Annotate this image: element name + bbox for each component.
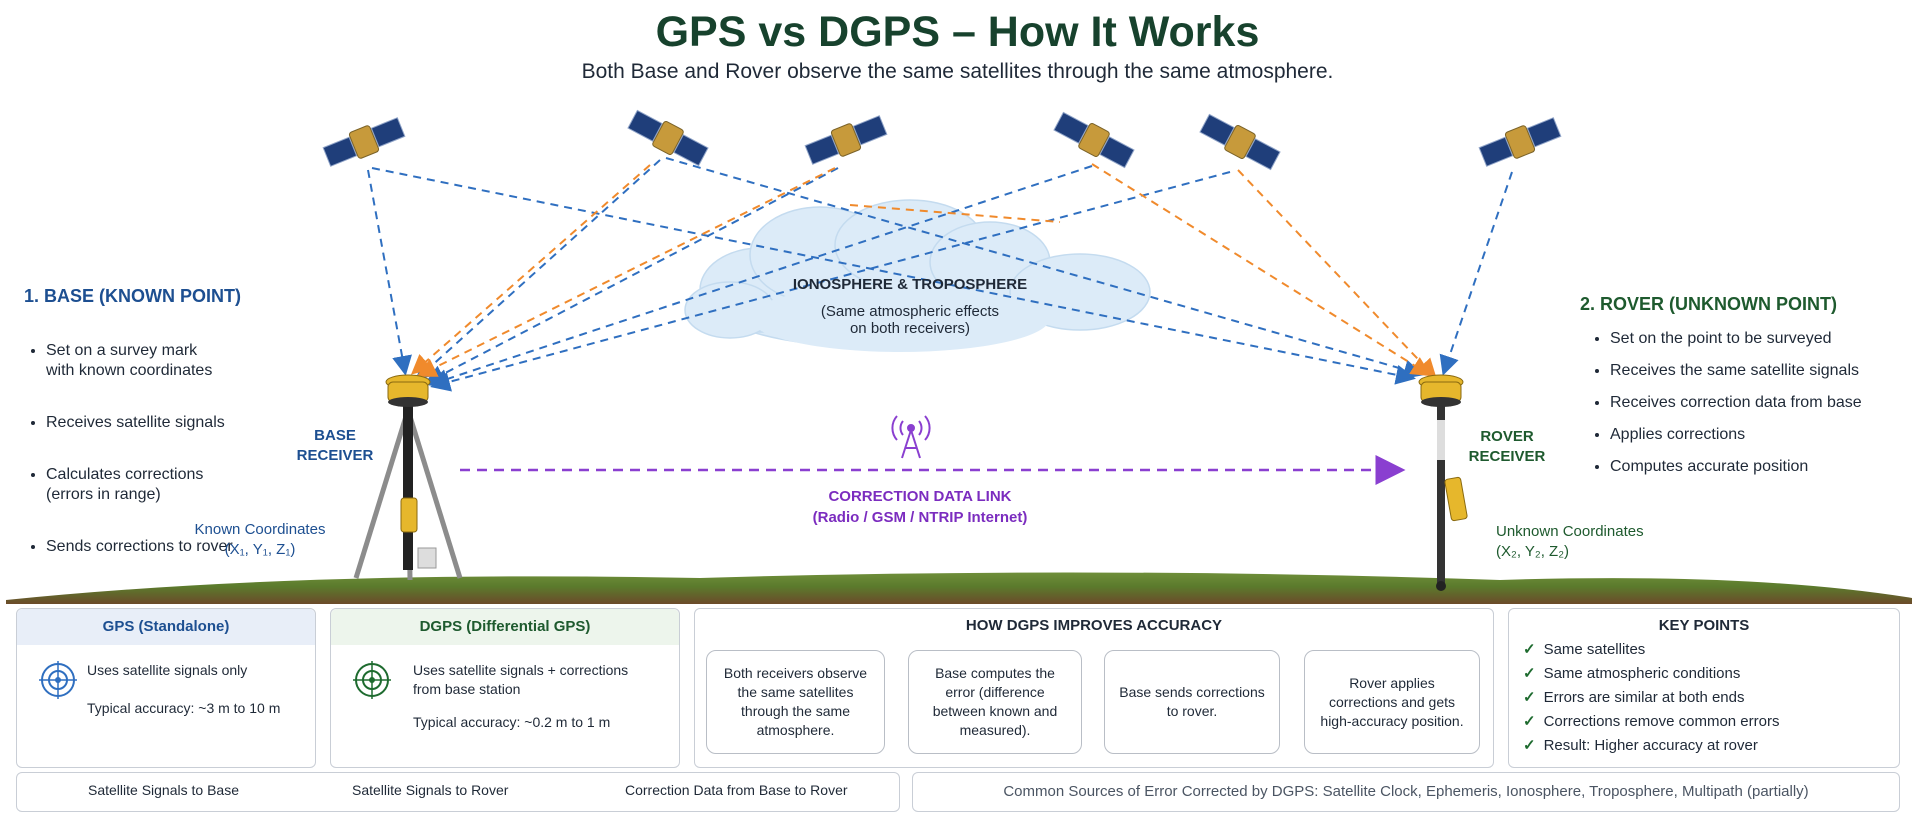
base-item: Calculates corrections (errors in range): [46, 465, 344, 505]
key-point-text: Same satellites: [1543, 641, 1646, 658]
gps-panel-title: GPS (Standalone): [17, 609, 315, 645]
target-icon: [39, 661, 77, 699]
known-coordinates: Known Coordinates (X₁, Y₁, Z₁): [180, 520, 340, 560]
rover-receiver-label-line1: ROVER: [1480, 428, 1534, 445]
improve-step: Both receivers observe the same satellit…: [706, 650, 885, 754]
base-heading: 1. BASE (KNOWN POINT): [24, 286, 242, 306]
base-receiver-label: BASE RECEIVER: [280, 426, 390, 466]
base-info: 1. BASE (KNOWN POINT) Set on a survey ma…: [24, 286, 344, 589]
rover-item: Receives the same satellite signals: [1610, 361, 1910, 381]
rover-heading: 2. ROVER (UNKNOWN POINT): [1580, 294, 1838, 314]
key-points-title: KEY POINTS: [1658, 617, 1750, 634]
legend-item-base: Satellite Signals to Base: [88, 782, 239, 798]
key-point-text: Result: Higher accuracy at rover: [1543, 737, 1758, 754]
correction-link-title: CORRECTION DATA LINK: [828, 488, 1012, 505]
check-icon: ✓: [1523, 713, 1536, 730]
rover-signal-lines: [371, 157, 1513, 385]
atmosphere-cloud: [684, 199, 1151, 352]
key-point-text: Errors are similar at both ends: [1543, 689, 1745, 706]
base-receiver-label-line1: BASE: [314, 427, 356, 444]
key-point-text: Corrections remove common errors: [1543, 713, 1780, 730]
improve-step: Base sends corrections to rover.: [1104, 650, 1280, 754]
base-item: Receives satellite signals: [46, 413, 344, 433]
satellite-icon: [1199, 113, 1281, 171]
atmosphere-title: IONOSPHERE & TROPOSPHERE: [792, 276, 1028, 293]
gps-panel-line2: Typical accuracy: ~3 m to 10 m: [87, 700, 281, 716]
satellite-icon: [804, 115, 888, 165]
rover-info: 2. ROVER (UNKNOWN POINT) Set on the poin…: [1580, 294, 1910, 489]
unknown-coordinates: Unknown Coordinates (X₂, Y₂, Z₂): [1496, 522, 1676, 562]
satellite-icon: [1478, 117, 1562, 167]
atmosphere-note-line2: on both receivers): [849, 320, 971, 337]
satellite-icon: [627, 109, 709, 167]
check-icon: ✓: [1523, 641, 1536, 658]
key-point-text: Same atmospheric conditions: [1543, 665, 1741, 682]
page-title: GPS vs DGPS – How It Works: [655, 8, 1260, 56]
atmosphere-label: IONOSPHERE & TROPOSPHERE (Same atmospher…: [760, 276, 1060, 337]
key-point: ✓ Same atmospheric conditions: [1523, 662, 1899, 686]
error-sources: Common Sources of Error Corrected by DGP…: [912, 772, 1900, 812]
legend-item-correction: Correction Data from Base to Rover: [625, 782, 848, 798]
improve-step: Base computes the error (difference betw…: [908, 650, 1082, 754]
key-point: ✓ Same satellites: [1523, 638, 1899, 662]
unknown-coordinates-value: (X₂, Y₂, Z₂): [1496, 543, 1570, 560]
key-point: ✓ Result: Higher accuracy at rover: [1523, 734, 1899, 758]
known-coordinates-label: Known Coordinates: [194, 521, 326, 538]
correction-link-subtitle: (Radio / GSM / NTRIP Internet): [812, 509, 1028, 526]
check-icon: ✓: [1523, 737, 1536, 754]
gps-panel-line1: Uses satellite signals only: [87, 662, 248, 678]
check-icon: ✓: [1523, 689, 1536, 706]
base-signal-lines: [367, 159, 1231, 392]
unknown-coordinates-label: Unknown Coordinates: [1496, 523, 1644, 540]
rover-item: Receives correction data from base: [1610, 393, 1910, 413]
dgps-panel-line1a: Uses satellite signals + corrections: [413, 662, 629, 678]
rover-item: Set on the point to be surveyed: [1610, 329, 1910, 349]
satellite-icon: [322, 117, 406, 167]
atmosphere-note-line1: (Same atmospheric effects: [820, 303, 1000, 320]
base-receiver-icon: [353, 374, 463, 581]
target-icon: [353, 661, 391, 699]
key-point: ✓ Errors are similar at both ends: [1523, 686, 1899, 710]
dgps-panel: DGPS (Differential GPS) Uses satellite s…: [330, 608, 680, 768]
dgps-panel-title: DGPS (Differential GPS): [331, 609, 679, 645]
correction-link-label: CORRECTION DATA LINK (Radio / GSM / NTRI…: [760, 486, 1080, 528]
gps-panel: GPS (Standalone) Uses satellite signals …: [16, 608, 316, 768]
dgps-panel-line1b: from base station: [413, 681, 521, 697]
dgps-panel-line1: Uses satellite signals + corrections fro…: [413, 661, 673, 699]
key-points-panel: KEY POINTS ✓ Same satellites ✓ Same atmosp…: [1508, 608, 1900, 768]
rover-receiver-icon: [1418, 374, 1468, 591]
base-item: Set on a survey mark with known coordina…: [46, 341, 344, 381]
key-point: ✓ Corrections remove common errors: [1523, 710, 1899, 734]
legend-item-rover: Satellite Signals to Rover: [352, 782, 509, 798]
satellite-icon: [1053, 111, 1135, 169]
page-subtitle: Both Base and Rover observe the same sat…: [581, 60, 1334, 83]
rover-item: Applies corrections: [1610, 425, 1910, 445]
known-coordinates-value: (X₁, Y₁, Z₁): [224, 541, 296, 558]
ground: [6, 572, 1912, 604]
rover-receiver-label: ROVER RECEIVER: [1452, 427, 1562, 467]
improve-title: HOW DGPS IMPROVES ACCURACY: [965, 617, 1223, 634]
antenna-tower-icon: [891, 415, 931, 459]
rover-item: Computes accurate position: [1610, 457, 1910, 477]
check-icon: ✓: [1523, 665, 1536, 682]
base-item: Sends corrections to rover: [46, 537, 344, 557]
legend: [16, 772, 900, 812]
dgps-panel-line2: Typical accuracy: ~0.2 m to 1 m: [413, 714, 611, 730]
base-receiver-label-line2: RECEIVER: [296, 447, 374, 464]
improve-step: Rover applies corrections and gets high-…: [1304, 650, 1480, 754]
rover-receiver-label-line2: RECEIVER: [1468, 448, 1546, 465]
